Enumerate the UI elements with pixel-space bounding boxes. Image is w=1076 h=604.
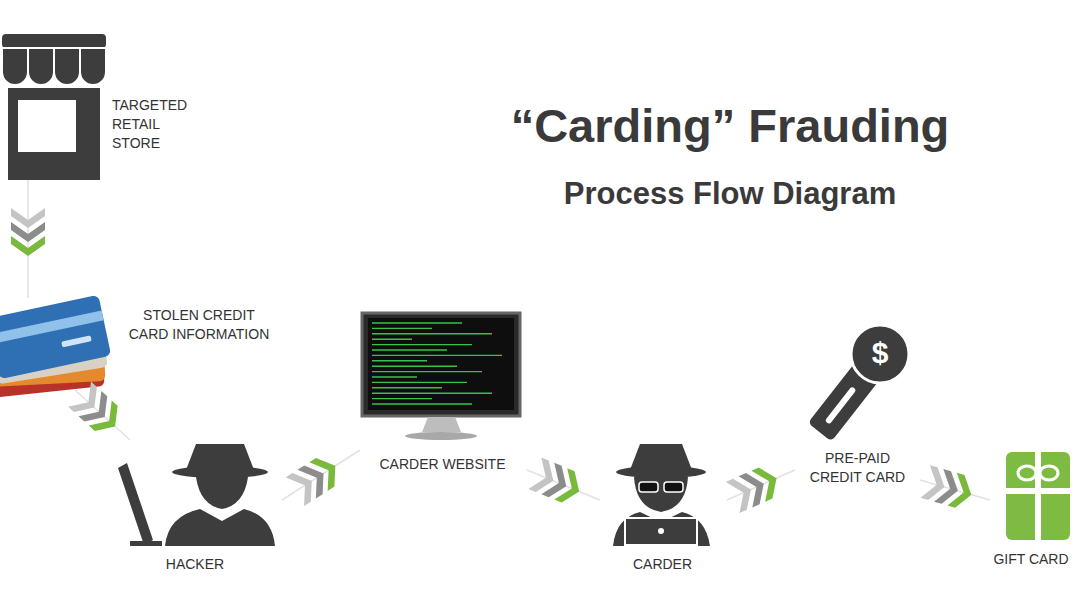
carder-icon-part [639,482,658,492]
chevron-head [554,468,585,507]
node-label: HACKER [110,555,280,574]
chevron-head [89,400,127,439]
store-icon-part [28,48,54,85]
carder-icon-part [658,528,664,534]
chevron-head [309,452,344,491]
store-icon-part [2,34,106,48]
store-icon [2,34,106,180]
chevron-head [947,473,976,511]
chevron-head [11,222,45,242]
stolen-cards-node: STOLEN CREDIT CARD INFORMATION [0,298,280,390]
flow-arrow [726,463,795,513]
flow-line [75,390,130,440]
prepaid-card-icon [808,325,909,441]
code-line [372,355,502,356]
dollar-sign: $ [862,336,898,369]
hacker-icon-part [172,466,268,478]
carder-icon-part [625,518,697,545]
credit-cards-icon [0,295,111,398]
carder-icon-part [634,477,688,512]
code-line [372,360,427,361]
node-label: CARDER WEBSITE [360,455,525,474]
credit-cards-icon-part [61,335,92,347]
gift-card-icon-part [1018,466,1036,480]
store-icon-part [80,48,106,85]
carder-icon-part [664,482,683,492]
code-line [372,344,472,345]
code-line [372,328,432,329]
flow-arrow [11,180,45,298]
hacker-icon-part [196,477,248,509]
chevron-head [11,208,45,228]
prepaid-card-node: PRE-PAID CREDIT CARD [795,325,920,490]
monitor-icon [362,313,520,440]
node-label: GIFT CARD [990,550,1072,569]
gift-card-icon-part [1006,452,1070,540]
code-line [372,339,412,340]
flow-arrow [68,382,130,440]
prepaid-card-icon-part [851,325,909,383]
code-line [372,393,492,394]
flow-arrow [920,465,990,511]
code-line [372,376,417,377]
code-line [372,387,442,388]
monitor-icon-part [422,417,461,432]
prepaid-card-icon-part-part [825,386,857,424]
website-node: CARDER WEBSITE [360,310,527,480]
gift-card-icon-part [1035,452,1041,540]
subtitle: Process Flow Diagram [440,177,1020,211]
carder-icon-part [616,466,706,478]
node-label: TARGETED RETAIL STORE [112,96,196,153]
code-line [372,403,472,404]
carder-icon [613,444,710,546]
node-label: CARDER [600,555,725,574]
hacker-node: HACKER [110,440,282,580]
code-line [372,371,482,372]
monitor-icon-part [368,318,514,410]
store-icon-part [18,100,76,152]
node-label: PRE-PAID CREDIT CARD [800,449,915,487]
monitor-icon-part [362,313,520,416]
code-line [372,333,492,334]
carder-icon-part [613,512,710,546]
code-line [372,366,457,367]
code-line [372,398,432,399]
chevron-head [751,463,783,502]
diagram-title: “Carding” Frauding [440,100,1020,152]
monitor-icon-part [372,323,502,404]
gift-card-icon-part [1040,466,1058,480]
gift-card-node: GIFT CARD [990,448,1074,573]
hacker-icon [118,444,275,546]
store-icon-part [8,88,100,180]
node-label: STOLEN CREDIT CARD INFORMATION [128,306,270,344]
store-icon-part [54,48,80,85]
gift-card-icon [1006,452,1070,540]
hacker-icon-part [118,463,153,545]
retail-store-node: TARGETED RETAIL STORE [0,34,200,180]
credit-cards-icon-part [0,295,111,379]
flow-arrow [282,450,360,506]
hacker-icon-part [130,541,162,546]
gift-card-icon-part [1006,488,1070,494]
monitor-icon-part [405,432,477,440]
code-line [372,349,447,350]
carder-node: CARDER [600,435,727,580]
store-icon-part [2,48,28,85]
hacker-icon-part [165,509,275,546]
chevron-head [11,236,45,256]
code-line [372,322,462,323]
flow-arrow [527,457,600,507]
code-line [372,382,467,383]
